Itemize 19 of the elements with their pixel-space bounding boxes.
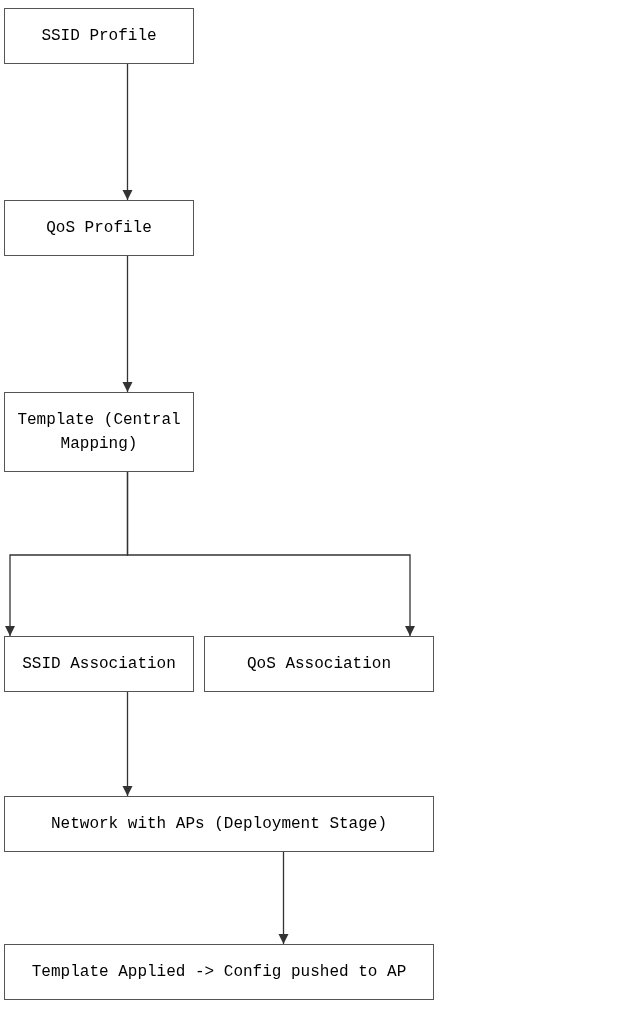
process-box [4,200,194,256]
box-label: SSID Association [22,654,176,675]
process-box [204,636,434,692]
box-label: Network with APs (Deployment Stage) [50,814,388,835]
process-box [4,392,194,472]
process-box [4,796,434,852]
arrow [122,63,133,201]
arrow [122,255,133,393]
process-box [4,944,434,1000]
arrow [122,691,133,797]
box-label: Template (Central Mapping) [16,410,182,455]
process-box [4,8,194,64]
process-box [4,636,194,692]
box-label: Template Applied -> Config pushed to AP [31,962,407,983]
box-label: QoS Association [247,654,391,675]
arrow [126,471,416,637]
arrow [278,851,289,945]
box-label: SSID Profile [41,26,157,47]
box-label: QoS Profile [46,218,152,239]
